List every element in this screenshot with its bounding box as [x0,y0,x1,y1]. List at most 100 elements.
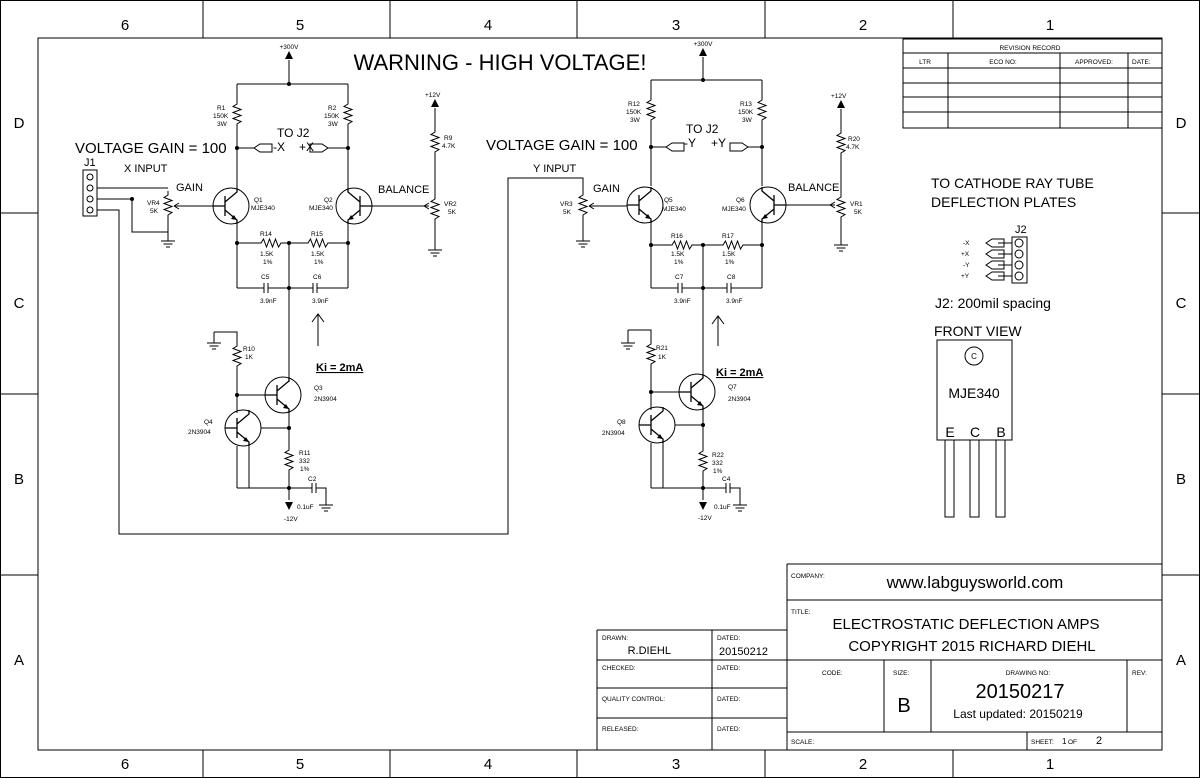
svg-text:3W: 3W [742,117,753,124]
svg-text:R1: R1 [217,105,226,112]
svg-text:Q7: Q7 [728,384,737,391]
vr3-potentiometer [578,190,588,220]
svg-text:C4: C4 [722,476,731,483]
revision-header-approved: APPROVED: [1075,59,1113,66]
svg-text:3W: 3W [328,121,339,128]
svg-text:1%: 1% [314,259,324,266]
x-out-neg: -X [273,140,285,154]
mje340-pin-c: C [970,424,980,440]
svg-text:1.5K: 1.5K [722,251,736,258]
j2-pin-4: +Y [961,273,970,280]
zone-row-b: B [14,471,24,488]
q7-transistor [678,373,716,411]
svg-text:1%: 1% [713,468,723,475]
zone-col-6: 6 [121,17,129,34]
svg-text:C7: C7 [675,274,684,281]
r17-resistor [718,240,748,250]
front-view-label: FRONT VIEW [934,323,1022,339]
svg-text:R21: R21 [656,345,668,352]
c2-label: C20.1uF [297,476,317,511]
company-label: COMPANY: [791,573,825,580]
q2-transistor [335,187,373,225]
high-voltage-warning: WARNING - HIGH VOLTAGE! [354,50,647,75]
svg-text:R12: R12 [628,101,640,108]
x-gain-label: GAIN [176,182,203,194]
svg-text:150K: 150K [324,113,340,120]
svg-text:C2: C2 [308,476,317,483]
x-300v-arrow [285,51,293,59]
zone-row-d-right: D [1176,115,1187,132]
zone-row-a-right: A [1176,652,1186,669]
svg-text:4.7K: 4.7K [442,143,456,150]
svg-text:1.5K: 1.5K [671,251,685,258]
svg-text:Q4: Q4 [204,419,213,426]
svg-text:MJE340: MJE340 [309,205,333,212]
svg-text:5K: 5K [854,209,863,216]
zone-col-3-bottom: 3 [672,756,680,773]
zone-row-b-right: B [1176,471,1186,488]
vr2-potentiometer [430,194,440,224]
rev-label: REV: [1132,670,1147,677]
qc-dated-label: DATED: [717,696,741,703]
sheet-of: OF [1068,739,1077,746]
svg-text:R9: R9 [444,135,453,142]
mje340-leg-e [944,439,955,518]
y-gain-label: GAIN [593,183,620,195]
zone-row-c-right: C [1176,295,1187,312]
drawn-dated-label: DATED: [717,635,741,642]
q4-transistor [224,409,262,447]
svg-text:3.9nF: 3.9nF [674,298,691,305]
r16-label: R16 1.5K1% [671,233,685,266]
zone-col-4: 4 [484,17,492,34]
checked-label: CHECKED: [602,665,636,672]
drawing-no: 20150217 [976,681,1065,703]
svg-text:R13: R13 [740,101,752,108]
c4-capacitor [719,482,737,494]
svg-text:R16: R16 [671,233,683,240]
vr1-potentiometer [836,192,846,222]
r14-label: R14 1.5K1% [260,231,274,266]
size-label: SIZE: [893,670,909,677]
x-input-label: X INPUT [124,163,168,175]
x-to-j2: TO J2 [277,126,310,140]
svg-text:1%: 1% [674,259,684,266]
company-name: www.labguysworld.com [886,573,1064,592]
y-input-label: Y INPUT [533,163,576,175]
svg-text:1%: 1% [263,259,273,266]
drawing-no-label: DRAWING NO: [1006,670,1051,677]
x-out-pos: +X [299,140,314,154]
y-300v-label: +300V [694,41,714,48]
zone-col-3: 3 [672,17,680,34]
svg-text:332: 332 [299,458,310,465]
revision-header-eco: ECO NO: [989,59,1017,66]
y-300v-arrow [699,48,707,56]
size-value: B [897,695,910,717]
mje340-pin-e: E [945,424,954,440]
zone-col-2-bottom: 2 [859,756,867,773]
mje340-pin-b: B [996,424,1005,440]
r22-resistor [698,446,708,476]
revision-title: REVISION RECORD [999,45,1060,52]
c7-label: C7 3.9nF [674,274,691,305]
svg-text:1.5K: 1.5K [260,251,274,258]
j2-label: J2 [1015,224,1027,236]
j2-pin-3: -Y [963,262,970,269]
q1-transistor [212,187,250,225]
j2-connector [1011,236,1028,284]
svg-text:R17: R17 [722,233,734,240]
svg-text:1.5K: 1.5K [311,251,325,258]
svg-text:150K: 150K [213,113,229,120]
qc-label: QUALITY CONTROL: [602,696,665,703]
last-updated: Last updated: 20150219 [953,707,1083,721]
zone-col-4-bottom: 4 [484,756,492,773]
svg-text:R14: R14 [260,231,272,238]
